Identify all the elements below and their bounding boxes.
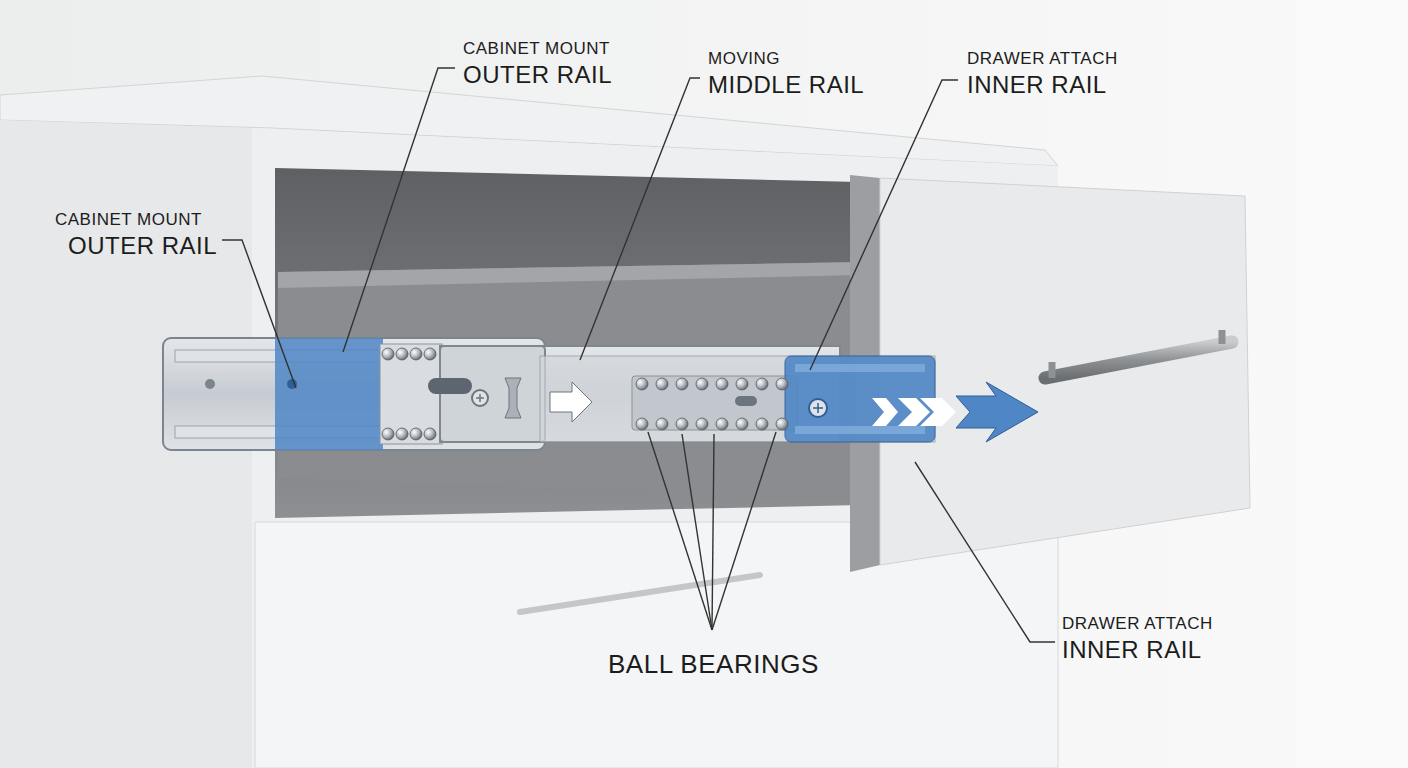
drawer-slide — [785, 356, 935, 442]
drawer-slide — [813, 403, 823, 413]
ball-bearing — [756, 418, 768, 430]
part-label: BALL BEARINGS — [608, 650, 819, 679]
leader-line — [712, 434, 714, 630]
drawer-front — [1219, 330, 1226, 344]
part-label: DRAWER ATTACH — [967, 50, 1118, 69]
leader-line — [222, 240, 296, 388]
cabinet — [275, 168, 860, 518]
ball-bearing — [776, 378, 788, 390]
ball-bearing — [410, 428, 422, 440]
part-label: INNER RAIL — [967, 72, 1107, 98]
drawer-slide — [472, 390, 488, 406]
ball-bearing — [382, 348, 788, 440]
ball-bearing — [696, 378, 708, 390]
part-label: CABINET MOUNT — [463, 40, 610, 59]
drawer-slide — [632, 376, 797, 430]
drawer-slide — [505, 378, 521, 418]
ball-bearing — [656, 378, 668, 390]
ball-bearing — [636, 418, 648, 430]
drawer-slide — [476, 394, 484, 402]
leader-line — [682, 434, 712, 630]
drawer-slide — [163, 338, 545, 450]
ball-bearing — [736, 378, 748, 390]
ball-bearing — [696, 418, 708, 430]
ball-bearing — [676, 418, 688, 430]
part-label: OUTER RAIL — [463, 62, 612, 88]
leader-line — [810, 80, 958, 370]
drawer-slide — [428, 378, 472, 394]
part-label: OUTER RAIL — [68, 233, 217, 259]
drawer-slide — [920, 398, 956, 426]
ball-bearing — [396, 348, 408, 360]
drawer-front — [1045, 342, 1232, 378]
leader-line — [712, 432, 776, 630]
ball-bearing — [424, 428, 436, 440]
ball-bearing — [776, 418, 788, 430]
part-label: MIDDLE RAIL — [708, 72, 864, 98]
ball-bearing — [636, 378, 648, 390]
drawer-slide — [735, 396, 757, 406]
ball-bearing — [716, 378, 728, 390]
part-label: CABINET MOUNT — [55, 211, 202, 230]
ball-bearing — [676, 378, 688, 390]
drawer-slide — [795, 426, 925, 434]
drawer-slide — [872, 398, 898, 426]
drawer-slide — [795, 364, 925, 372]
ball-bearing — [396, 428, 408, 440]
ball-bearing — [410, 348, 422, 360]
ball-bearing — [382, 348, 394, 360]
drawer-slide — [275, 338, 383, 450]
drawer-slide — [956, 382, 1038, 442]
drawer-front — [1049, 362, 1056, 378]
ball-bearing — [736, 418, 748, 430]
drawer-slide — [540, 356, 935, 442]
drawer-slide — [205, 379, 215, 389]
ball-bearing — [716, 418, 728, 430]
ball-bearing — [382, 428, 394, 440]
leader-line — [580, 78, 700, 360]
leader-line — [343, 68, 455, 352]
leader-line — [915, 462, 1055, 642]
drawer-slide — [163, 338, 1038, 450]
part-label: MOVING — [708, 50, 780, 69]
drawer-slide — [809, 399, 827, 417]
ball-bearing — [424, 348, 436, 360]
part-label: DRAWER ATTACH — [1062, 615, 1213, 634]
ball-bearing — [656, 418, 668, 430]
drawer-slide — [550, 382, 592, 422]
leader-line — [222, 68, 1055, 642]
cabinet — [255, 522, 1058, 768]
ball-bearing — [756, 378, 768, 390]
part-label: INNER RAIL — [1062, 637, 1202, 663]
leader-line — [648, 432, 712, 630]
drawer-slide — [380, 344, 442, 444]
